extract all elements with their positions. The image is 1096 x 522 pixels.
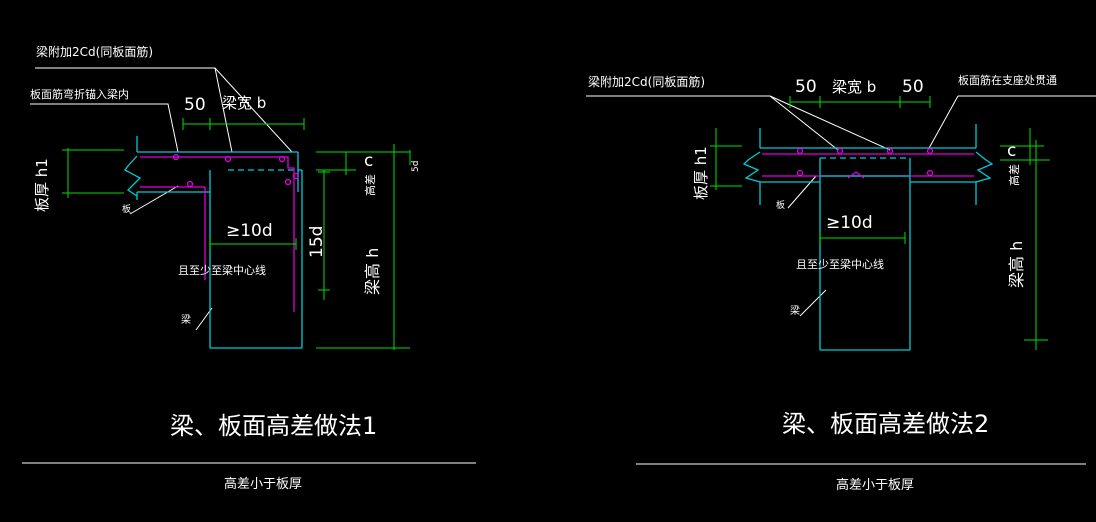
label-h-side: 梁高 h <box>363 248 382 295</box>
label-h-side: 梁高 h <box>1007 241 1026 288</box>
label-c-side: 高差 <box>363 174 377 196</box>
label-beam: 梁 <box>790 304 800 317</box>
dim-10d: ≥10d <box>826 213 873 233</box>
dim-h1: 板厚 h1 <box>692 146 710 200</box>
dim-h1: 板厚 h1 <box>33 158 51 212</box>
note-additional-bars: 梁附加2Cd(同板面筋) <box>36 44 153 59</box>
subtitle-2: 高差小于板厚 <box>836 477 914 493</box>
dim-15d: 15d <box>307 226 327 258</box>
dim-beam-width: 梁宽 b <box>832 78 876 96</box>
title-2: 梁、板面高差做法2 <box>782 410 989 438</box>
dimension-lines <box>710 96 1050 350</box>
label-slab: 板 <box>122 203 131 215</box>
note-center: 且至少至梁中心线 <box>178 263 266 277</box>
dim-small: 5d <box>411 161 421 172</box>
note-additional-bars: 梁附加2Cd(同板面筋) <box>588 74 705 89</box>
label-slab: 板 <box>776 199 785 211</box>
dim-c: c <box>1007 141 1016 161</box>
label-beam: 梁 <box>181 313 191 326</box>
slab-outline <box>124 136 303 349</box>
note-continuous: 板面筋在支座处贯通 <box>958 73 1057 87</box>
dimension-lines <box>62 118 411 350</box>
dim-10d: ≥10d <box>226 221 273 241</box>
dim-50-right: 50 <box>902 77 924 97</box>
dim-50: 50 <box>184 95 206 115</box>
dim-beam-width: 梁宽 b <box>222 94 266 112</box>
subtitle-1: 高差小于板厚 <box>224 476 302 492</box>
dim-50-left: 50 <box>795 77 817 97</box>
detail-1: 梁附加2Cd(同板面筋) 板面筋弯折锚入梁内 50 梁宽 b 板厚 h1 板 ≥… <box>22 44 476 492</box>
label-c-side: 高差 <box>1007 164 1021 186</box>
detail-2: 梁附加2Cd(同板面筋) 50 梁宽 b 50 板面筋在支座处贯通 板厚 h1 … <box>586 73 1096 493</box>
title-1: 梁、板面高差做法1 <box>170 412 377 440</box>
rebar <box>140 153 300 312</box>
note-center: 且至少至梁中心线 <box>796 257 884 271</box>
note-slab-bars: 板面筋弯折锚入梁内 <box>30 87 129 101</box>
rebar <box>762 147 974 179</box>
slab-outline <box>742 124 994 351</box>
dim-c: c <box>364 151 373 171</box>
